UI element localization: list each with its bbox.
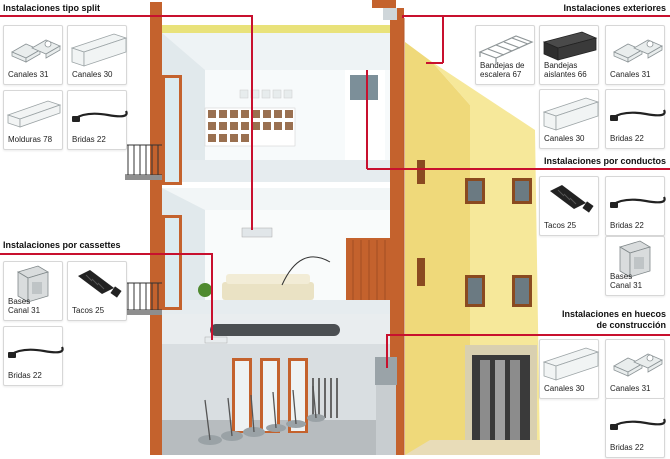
connector-split-h [0, 15, 252, 17]
title-exteriores: Instalaciones exteriores [563, 3, 666, 13]
small-channel-icon [11, 39, 61, 63]
card-label: Tacos 25 [72, 306, 105, 315]
title-huecos: Instalaciones en huecos de construcción [562, 309, 666, 331]
cable-tie-icon [72, 110, 128, 122]
card-conductos-2[interactable]: Bridas 22 [605, 176, 666, 236]
molding-icon [6, 100, 62, 128]
card-label: Bridas 22 [610, 443, 644, 452]
yellow-side-building [405, 42, 540, 455]
connector-huecos-v [386, 334, 388, 368]
card-exteriores-3[interactable]: Canales 31 [605, 25, 665, 85]
card-label: Molduras 78 [8, 135, 53, 144]
card-cassettes-2[interactable]: Tacos 25 [67, 261, 127, 321]
card-label: Bridas 22 [8, 371, 42, 380]
channel-icon [542, 347, 600, 381]
title-split: Instalaciones tipo split [3, 3, 101, 13]
cable-tie-icon [610, 196, 666, 208]
card-split-1[interactable]: Canales 31 [3, 25, 63, 85]
card-split-3[interactable]: Molduras 78 [3, 90, 63, 150]
cable-tie-icon [610, 109, 666, 121]
connector-exteriores-v1 [402, 15, 404, 18]
card-huecos-3[interactable]: Bridas 22 [605, 398, 666, 458]
connector-exteriores-h [402, 15, 670, 17]
card-exteriores-5[interactable]: Bridas 22 [605, 89, 666, 149]
plug-anchor-icon [78, 270, 122, 298]
connector-conductos-h [367, 168, 670, 170]
connector-conductos-v [366, 70, 368, 169]
channel-icon [70, 33, 128, 67]
ladder-tray-icon [478, 35, 534, 63]
main-building [125, 0, 405, 455]
channel-base-icon [17, 265, 49, 303]
channel-icon [542, 97, 600, 131]
small-channel-icon [613, 353, 663, 377]
card-label: Bridas 22 [610, 134, 644, 143]
card-exteriores-4[interactable]: Canales 30 [539, 89, 600, 149]
card-huecos-2[interactable]: Canales 31 [605, 339, 665, 399]
card-label: Canales 31 [610, 384, 651, 393]
connector-cassettes-h [0, 253, 212, 255]
cable-tie-icon [8, 346, 64, 358]
title-huecos-line-2: de construcción [596, 320, 666, 330]
connector-exteriores-v2 [442, 15, 444, 63]
cable-tie-icon [610, 418, 666, 430]
channel-base-icon [619, 240, 651, 278]
connector-split-v [251, 15, 253, 230]
card-cassettes-3[interactable]: Bridas 22 [3, 326, 64, 386]
card-label: Canales 30 [72, 70, 113, 79]
card-split-2[interactable]: Canales 30 [67, 25, 128, 85]
card-label: Bridas 22 [610, 221, 644, 230]
card-label: Canales 31 [610, 70, 651, 79]
title-huecos-line-1: Instalaciones en huecos [561, 309, 666, 319]
plug-anchor-icon [550, 185, 594, 213]
title-cassettes: Instalaciones por cassettes [3, 240, 121, 250]
card-label: Tacos 25 [544, 221, 577, 230]
card-label: Bridas 22 [72, 135, 106, 144]
connector-cassettes-v [211, 253, 213, 340]
card-label: Canales 30 [544, 134, 585, 143]
connector-exteriores-h2 [426, 62, 443, 64]
insulating-tray-icon [542, 31, 598, 61]
small-channel-icon [613, 39, 663, 63]
title-conductos: Instalaciones por conductos [543, 156, 666, 166]
card-conductos-1[interactable]: Tacos 25 [539, 176, 599, 236]
card-label: Canales 30 [544, 384, 585, 393]
card-split-4[interactable]: Bridas 22 [67, 90, 128, 150]
connector-huecos-h [386, 334, 670, 336]
card-huecos-1[interactable]: Canales 30 [539, 339, 600, 399]
card-label: Canales 31 [8, 70, 49, 79]
